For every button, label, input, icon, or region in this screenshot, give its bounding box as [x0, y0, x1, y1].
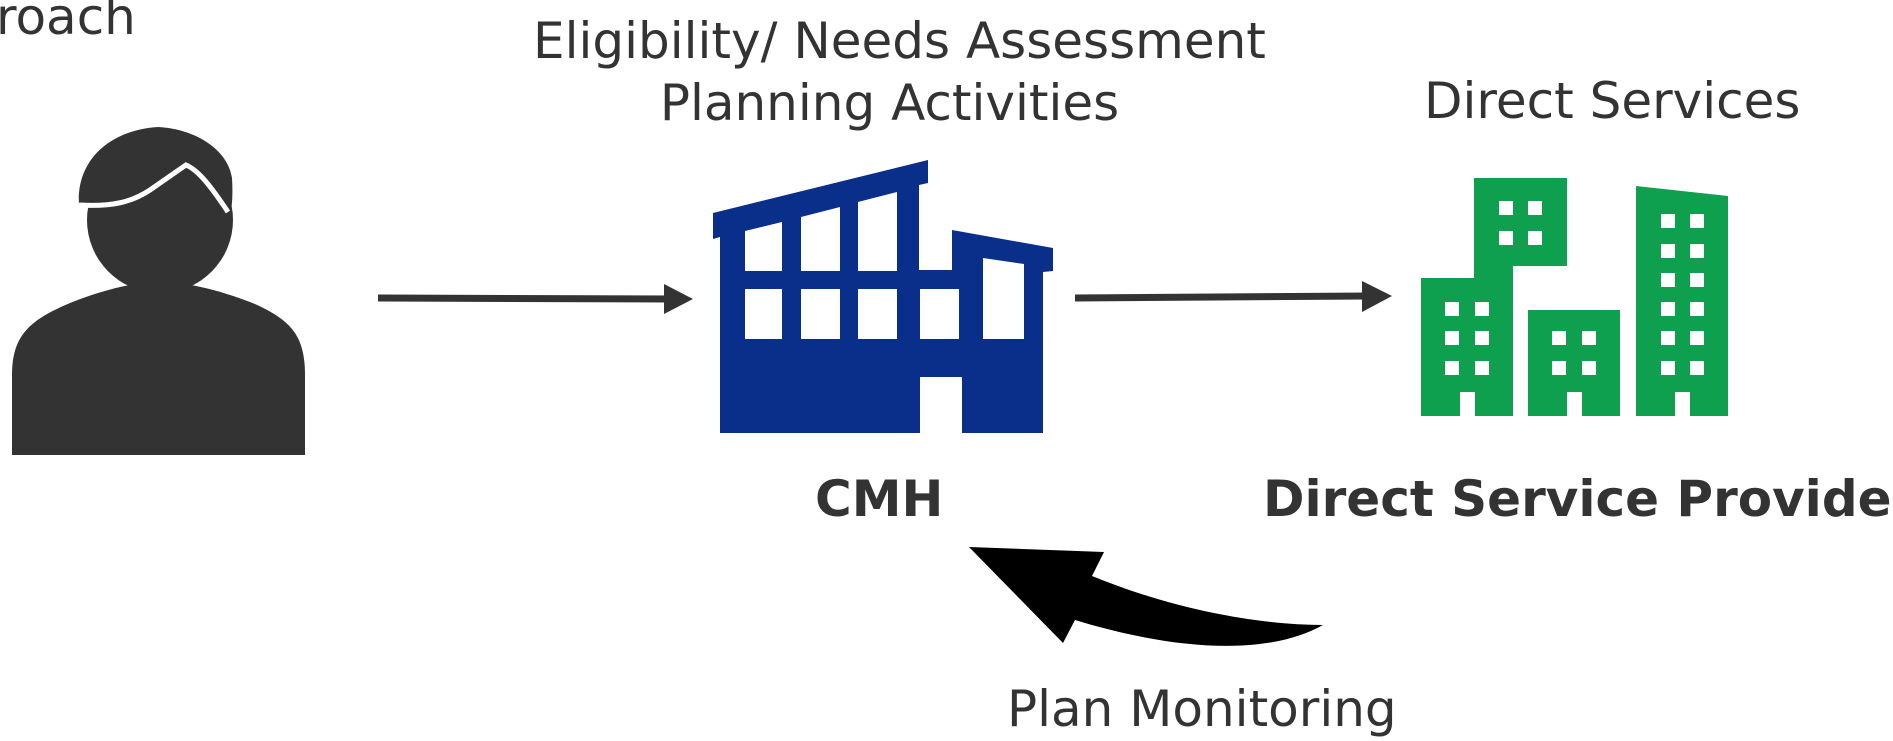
- city-buildings-icon: [1421, 178, 1728, 416]
- plan-monitoring-label: Plan Monitoring: [1007, 680, 1397, 738]
- arrow-to-cmh: [377, 284, 693, 314]
- cmh-activities-caption: Eligibility/ Needs Assessment Planning A…: [533, 10, 1266, 134]
- cmh-activity-line: Eligibility/ Needs Assessment: [533, 12, 1266, 70]
- arrow-to-providers: [1074, 281, 1392, 312]
- direct-services-caption: Direct Services: [1424, 72, 1801, 130]
- plan-monitoring-arrow: [969, 547, 1323, 646]
- title-fragment: roach: [0, 0, 136, 46]
- person-icon: [12, 127, 305, 455]
- cmh-activity-line: Planning Activities: [659, 74, 1120, 132]
- direct-service-providers-label: Direct Service Providers: [1263, 470, 1893, 528]
- office-building-icon: [713, 160, 1053, 433]
- cmh-label: CMH: [815, 470, 944, 528]
